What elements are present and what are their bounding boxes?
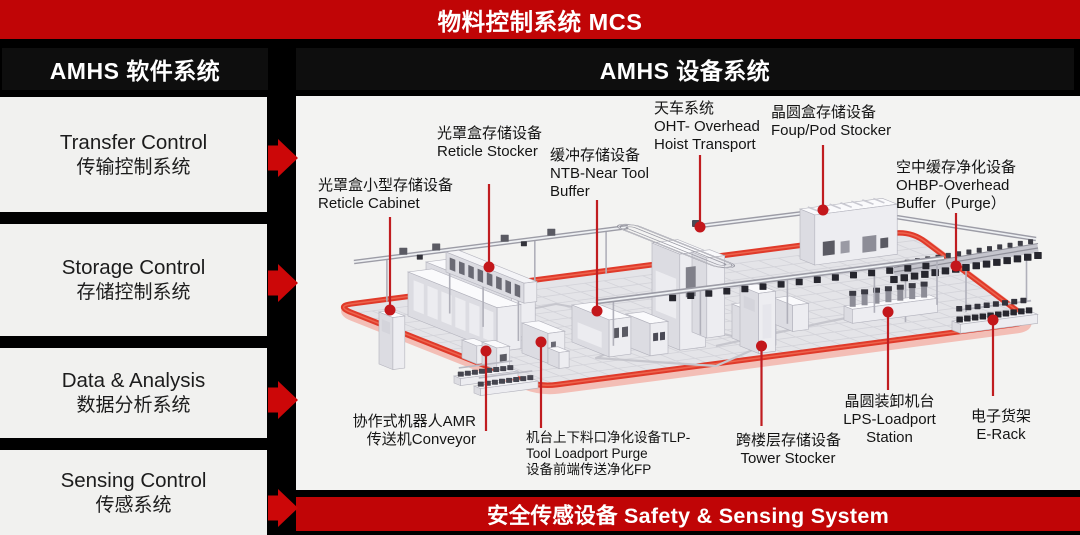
callout-dot-amr bbox=[480, 345, 492, 357]
callout-dot-reticle-cabinet bbox=[384, 304, 396, 316]
equipment-ohbp-overhead-buffer bbox=[890, 239, 1042, 323]
oht-rail-front bbox=[595, 255, 945, 346]
software-box-storage-control-en: Storage Control bbox=[61, 256, 206, 279]
oht-rail-links bbox=[699, 209, 1037, 242]
callout-tower-stocker bbox=[756, 340, 767, 426]
label-tlp-line2: Tool Loadport Purge bbox=[526, 446, 648, 461]
callout-dot-tower-stocker bbox=[756, 340, 767, 352]
callout-dot-foup-stocker bbox=[817, 204, 829, 216]
equipment-system-header: AMHS 设备系统 bbox=[296, 48, 1074, 90]
callout-tlp bbox=[535, 336, 547, 428]
callout-amr bbox=[480, 345, 492, 431]
label-ntb-line3: Buffer bbox=[550, 183, 590, 200]
callout-lines bbox=[384, 145, 999, 431]
callout-reticle-stocker bbox=[483, 184, 495, 273]
callout-dot-ohbp bbox=[950, 260, 962, 272]
label-foup-stocker-line2: Foup/Pod Stocker bbox=[771, 122, 892, 139]
software-box-transfer-control-en: Transfer Control bbox=[59, 130, 208, 154]
flow-arrow-4-icon bbox=[268, 489, 298, 527]
label-reticle-stocker-line1: 光罩盒存储设备 bbox=[437, 125, 543, 142]
label-lps-line1: 晶圆装卸机台 bbox=[844, 393, 935, 410]
label-e-rack-line2: E-Rack bbox=[976, 426, 1026, 443]
label-oht-line2: OHT- Overhead bbox=[654, 118, 760, 135]
callout-dot-ntb bbox=[591, 305, 603, 317]
callout-dot-reticle-stocker bbox=[483, 261, 495, 273]
software-box-data-analysis-en: Data & Analysis bbox=[61, 369, 206, 392]
label-amr-line1: 协作式机器人AMR bbox=[352, 413, 476, 430]
callout-foup-stocker bbox=[817, 145, 829, 216]
label-reticle-stocker-line2: Reticle Stocker bbox=[437, 143, 538, 160]
oht-rail-back bbox=[353, 224, 629, 302]
flow-arrow-1-icon bbox=[268, 139, 298, 177]
callout-lps bbox=[882, 306, 894, 390]
software-box-storage-control: Storage Control 存储控制系统 bbox=[0, 224, 267, 336]
label-foup-stocker-line1: 晶圆盒存储设备 bbox=[771, 104, 877, 121]
callout-dot-lps bbox=[882, 306, 894, 318]
software-box-sensing-control-en: Sensing Control bbox=[60, 468, 207, 492]
software-box-sensing-control-zh: 传感系统 bbox=[95, 494, 172, 516]
equipment-reticle-cabinet bbox=[377, 310, 406, 371]
equipment-foup-pod-stocker bbox=[798, 197, 899, 266]
label-ohbp-line2: OHBP-Overhead bbox=[896, 177, 1010, 194]
label-amr-line2: 传送机Conveyor bbox=[366, 431, 476, 448]
callout-dot-tlp bbox=[535, 336, 547, 348]
equipment-system-header-title: AMHS 设备系统 bbox=[599, 58, 771, 84]
label-tower-stocker-line2: Tower Stocker bbox=[740, 450, 836, 467]
software-box-sensing-control: Sensing Control 传感系统 bbox=[0, 450, 267, 535]
label-ohbp-line1: 空中缓存净化设备 bbox=[896, 159, 1017, 176]
label-oht-line3: Hoist Transport bbox=[654, 136, 756, 153]
label-tower-stocker-line1: 跨楼层存储设备 bbox=[736, 432, 842, 449]
flow-arrow-3-icon bbox=[268, 381, 298, 419]
flow-arrow-2-icon bbox=[268, 264, 298, 302]
equipment-e-rack bbox=[951, 297, 1039, 334]
callout-oht bbox=[694, 155, 706, 233]
callout-reticle-cabinet bbox=[384, 217, 396, 316]
equipment-tlp-loadport-purge bbox=[520, 320, 571, 369]
equipment-ntb-buffer bbox=[570, 301, 633, 358]
software-box-data-analysis: Data & Analysis 数据分析系统 bbox=[0, 348, 267, 438]
label-ohbp-line3: Buffer（Purge） bbox=[896, 195, 1006, 212]
label-ntb-line2: NTB-Near Tool bbox=[550, 165, 649, 182]
callout-e-rack bbox=[987, 314, 999, 396]
label-lps-line2: LPS-Loadport bbox=[843, 411, 936, 428]
label-reticle-cabinet-line1: 光罩盒小型存储设备 bbox=[318, 177, 454, 194]
top-banner: 物料控制系统 MCS bbox=[0, 0, 1080, 39]
label-oht-line1: 天车系统 bbox=[654, 100, 715, 117]
label-tlp-line3: 设备前端传送净化FP bbox=[526, 462, 652, 477]
callout-dot-e-rack bbox=[987, 314, 999, 326]
bottom-banner-title: 安全传感设备 Safety & Sensing System bbox=[486, 503, 890, 528]
software-system-header: AMHS 软件系统 bbox=[2, 48, 268, 90]
callout-dot-oht bbox=[694, 221, 706, 233]
fab-illustration bbox=[340, 145, 1042, 431]
bottom-banner: 安全传感设备 Safety & Sensing System bbox=[296, 497, 1080, 531]
software-box-transfer-control: Transfer Control 传输控制系统 bbox=[0, 97, 267, 212]
software-system-header-title: AMHS 软件系统 bbox=[49, 58, 221, 84]
software-box-transfer-control-zh: 传输控制系统 bbox=[76, 156, 191, 178]
label-lps-line3: Station bbox=[866, 429, 913, 446]
label-ntb-line1: 缓冲存储设备 bbox=[550, 147, 641, 164]
oht-loop-track bbox=[616, 223, 735, 269]
equipment-tower-stocker bbox=[738, 283, 777, 354]
top-banner-title: 物料控制系统 MCS bbox=[437, 8, 643, 35]
label-reticle-cabinet-line2: Reticle Cabinet bbox=[318, 195, 420, 212]
callout-ohbp bbox=[950, 213, 962, 272]
label-e-rack-line1: 电子货架 bbox=[970, 408, 1031, 425]
label-tlp-line1: 机台上下料口净化设备TLP- bbox=[526, 430, 691, 445]
software-box-storage-control-zh: 存储控制系统 bbox=[76, 282, 191, 303]
software-box-data-analysis-zh: 数据分析系统 bbox=[76, 395, 191, 416]
callout-ntb bbox=[591, 200, 603, 317]
